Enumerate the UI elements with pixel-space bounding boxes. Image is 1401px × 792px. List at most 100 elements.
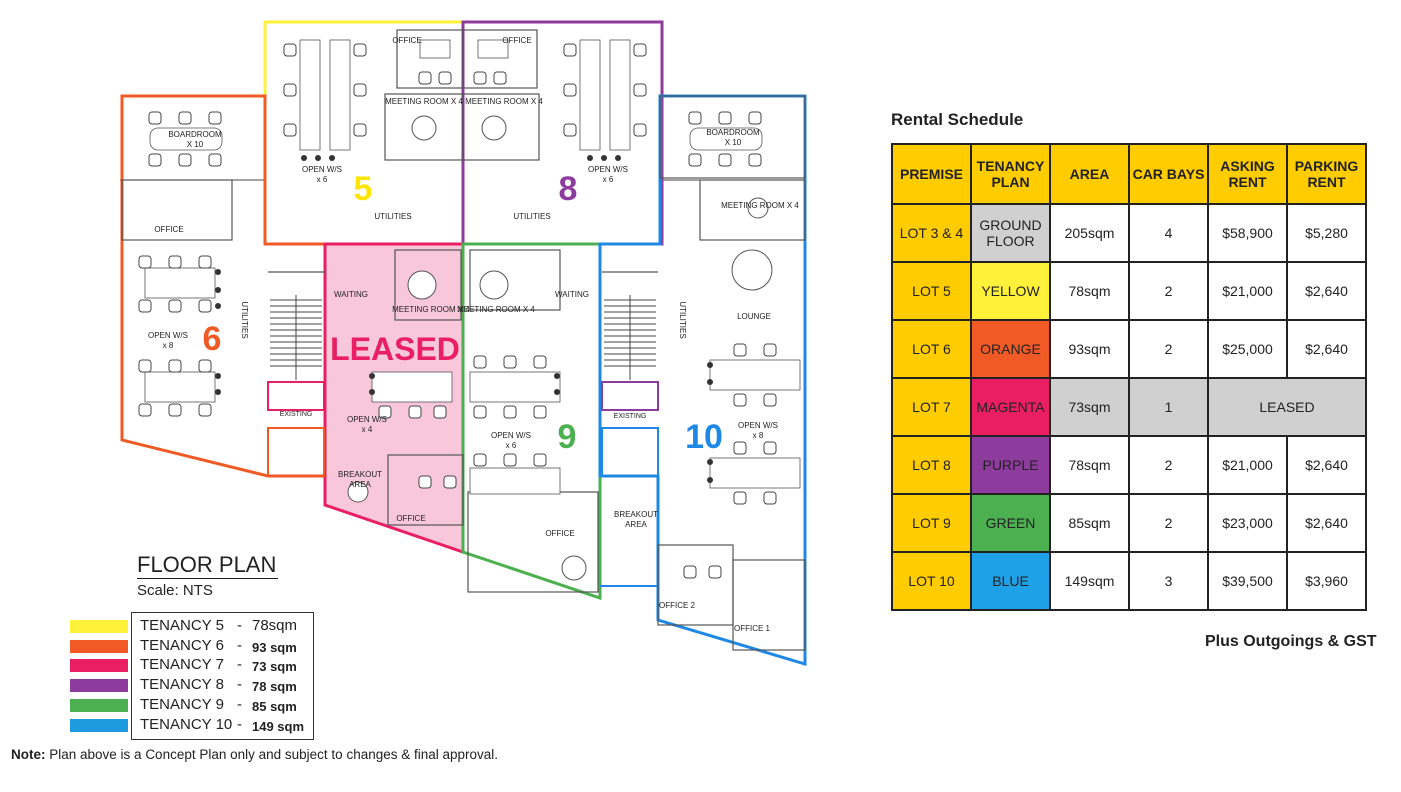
label-existing-left: EXISTING	[280, 411, 313, 418]
cell-tenancy-plan: YELLOW	[970, 261, 1051, 321]
label-meeting-7: MEETING ROOM X 4	[392, 305, 470, 314]
cell-parking-rent: $3,960	[1286, 551, 1367, 611]
note-prefix: Note:	[11, 747, 46, 762]
legend-dash: -	[237, 716, 242, 733]
label-openws-9-qty: x 6	[506, 441, 517, 450]
cell-premise: LOT 3 & 4	[891, 203, 972, 263]
cell-area: 93sqm	[1049, 319, 1130, 379]
label-office-5: OFFICE	[392, 36, 421, 45]
legend-dash: -	[237, 617, 242, 634]
tenancy-10-number: 10	[685, 418, 723, 456]
label-office-7: OFFICE	[396, 514, 425, 523]
header-asking-rent: ASKING RENT	[1207, 143, 1288, 205]
cell-asking-rent: $21,000	[1207, 261, 1288, 321]
cell-car-bays: 2	[1128, 435, 1209, 495]
cell-tenancy-plan: ORANGE	[970, 319, 1051, 379]
floor-plan-scale: Scale: NTS	[137, 582, 213, 599]
label-office-6: OFFICE	[154, 225, 183, 234]
cell-leased: LEASED	[1207, 377, 1367, 437]
legend-box	[131, 612, 314, 740]
cell-parking-rent: $2,640	[1286, 261, 1367, 321]
cell-parking-rent: $2,640	[1286, 435, 1367, 495]
cell-asking-rent: $58,900	[1207, 203, 1288, 263]
cell-parking-rent: $2,640	[1286, 493, 1367, 553]
cell-parking-rent: $2,640	[1286, 319, 1367, 379]
cell-premise: LOT 8	[891, 435, 972, 495]
stairs-right	[604, 295, 656, 380]
label-openws-7-qty: x 4	[362, 425, 373, 434]
legend-dash: -	[237, 696, 242, 713]
schedule-title: Rental Schedule	[891, 110, 1024, 129]
legend-dash: -	[237, 676, 242, 693]
cell-tenancy-plan: GREEN	[970, 493, 1051, 553]
cell-area: 78sqm	[1049, 261, 1130, 321]
label-office-8: OFFICE	[502, 36, 531, 45]
tenancy-8-number: 8	[559, 170, 578, 208]
legend-swatch	[70, 719, 128, 732]
tenancy-9-number: 9	[558, 418, 577, 456]
label-openws-8: OPEN W/S	[588, 165, 628, 174]
concept-note: Note: Plan above is a Concept Plan only …	[11, 747, 498, 762]
legend-tenancy-area: 73 sqm	[252, 659, 297, 674]
cell-parking-rent: $5,280	[1286, 203, 1367, 263]
legend-tenancy-name: TENANCY 7	[140, 656, 224, 673]
label-breakout-9: BREAKOUT	[614, 510, 658, 519]
legend-tenancy-area: 93 sqm	[252, 640, 297, 655]
leased-stamp: LEASED	[330, 331, 460, 367]
label-boardroom-10: BOARDROOM	[706, 128, 760, 137]
rental-schedule-table: PREMISE TENANCY PLAN AREA CAR BAYS ASKIN…	[891, 143, 1367, 611]
legend-tenancy-area: 78 sqm	[252, 679, 297, 694]
legend-tenancy-area: 78sqm	[252, 617, 298, 634]
label-waiting-9: WAITING	[555, 290, 589, 299]
label-meeting-10: MEETING ROOM X 4	[721, 201, 799, 210]
note-text: Plan above is a Concept Plan only and su…	[45, 747, 499, 762]
cell-premise: LOT 10	[891, 551, 972, 611]
legend-tenancy-name: TENANCY 10	[140, 716, 233, 733]
legend-dash: -	[237, 637, 242, 654]
cell-car-bays: 2	[1128, 493, 1209, 553]
cell-car-bays: 4	[1128, 203, 1209, 263]
cell-area: 78sqm	[1049, 435, 1130, 495]
label-meeting-9: MEETING ROOM X 4	[457, 305, 535, 314]
schedule-footer: Plus Outgoings & GST	[1205, 633, 1377, 650]
legend-swatch	[70, 620, 128, 633]
cell-premise: LOT 7	[891, 377, 972, 437]
floor-plan-title: FLOOR PLAN	[137, 552, 277, 577]
legend-swatch	[70, 640, 128, 653]
label-utilities-8: UTILITIES	[513, 212, 550, 221]
stairs-left	[270, 295, 322, 380]
label-openws-7: OPEN W/S	[347, 415, 387, 424]
cell-tenancy-plan: MAGENTA	[970, 377, 1051, 437]
tenancy-5-number: 5	[354, 170, 373, 208]
legend-swatch	[70, 659, 128, 672]
header-area: AREA	[1049, 143, 1130, 205]
floor-plan-title-rule	[137, 578, 278, 579]
cell-car-bays: 3	[1128, 551, 1209, 611]
legend-tenancy-name: TENANCY 6	[140, 637, 224, 654]
label-openws-9: OPEN W/S	[491, 431, 531, 440]
legend-swatch	[70, 699, 128, 712]
label-existing-right: EXISTING	[614, 413, 647, 420]
cell-car-bays: 2	[1128, 319, 1209, 379]
tenancy-9-outline	[461, 242, 602, 601]
cell-asking-rent: $21,000	[1207, 435, 1288, 495]
cell-tenancy-plan: GROUND FLOOR	[970, 203, 1051, 263]
label-utilities-5: UTILITIES	[374, 212, 411, 221]
label-utilities-10: UTILITIES	[678, 301, 687, 338]
label-breakout-9-area: AREA	[625, 520, 647, 529]
label-openws-8-qty: x 6	[603, 175, 614, 184]
legend-tenancy-name: TENANCY 9	[140, 696, 224, 713]
label-openws-5: OPEN W/S	[302, 165, 342, 174]
label-openws-6-qty: x 8	[163, 341, 174, 350]
label-boardroom-6: BOARDROOM	[168, 130, 222, 139]
label-openws-10: OPEN W/S	[738, 421, 778, 430]
label-waiting-7: WAITING	[334, 290, 368, 299]
label-office-1: OFFICE 1	[734, 624, 771, 633]
cell-car-bays: 2	[1128, 261, 1209, 321]
furniture	[144, 39, 801, 495]
